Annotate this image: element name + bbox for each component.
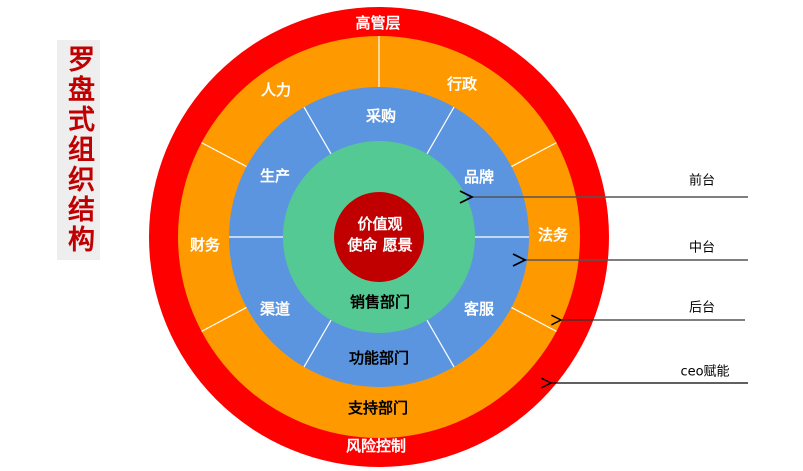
- label-production: 生产: [260, 167, 290, 185]
- ring-divider: [303, 319, 332, 368]
- arrow-label: ceo赋能: [680, 365, 729, 380]
- function-ring-dividers: [229, 106, 529, 368]
- label-finance: 财务: [190, 236, 221, 254]
- arrow-label: 中台: [689, 241, 715, 256]
- label-function-dept: 功能部门: [349, 349, 409, 367]
- label-mission-vision: 使命 愿景: [346, 236, 412, 254]
- arrow-front-office: 前台: [472, 173, 748, 198]
- arrow-label: 后台: [689, 301, 715, 316]
- label-hr: 人力: [261, 81, 291, 99]
- arrow-back-office: 后台: [561, 301, 745, 321]
- label-legal: 法务: [538, 226, 569, 244]
- core-values-circle: [334, 192, 424, 282]
- ring-divider: [201, 142, 247, 168]
- label-channel: 渠道: [260, 300, 290, 318]
- label-sales-dept: 销售部门: [350, 293, 410, 311]
- label-executives: 高管层: [355, 14, 400, 32]
- label-customer-service: 客服: [463, 300, 495, 318]
- ring-divider: [426, 106, 455, 155]
- diagram-title: 罗盘式组织结构: [63, 45, 94, 255]
- label-brand: 品牌: [464, 168, 494, 186]
- label-risk-control: 风险控制: [346, 437, 406, 455]
- ring-divider: [511, 306, 557, 332]
- support-ring-dividers: [201, 36, 557, 332]
- ring-divider: [511, 142, 557, 168]
- arrow-ceo-empowerment: ceo赋能: [551, 365, 748, 384]
- diagram-title-box: 罗盘式组织结构: [57, 40, 100, 260]
- label-support-dept: 支持部门: [347, 399, 408, 417]
- label-admin: 行政: [446, 75, 478, 93]
- arrow-label: 前台: [689, 173, 715, 189]
- ring-divider: [426, 319, 455, 368]
- ring-divider: [303, 106, 332, 155]
- label-values: 价值观: [357, 215, 402, 233]
- arrow-middle-office: 中台: [525, 241, 748, 261]
- label-procurement: 采购: [365, 107, 396, 125]
- ring-divider: [201, 306, 247, 332]
